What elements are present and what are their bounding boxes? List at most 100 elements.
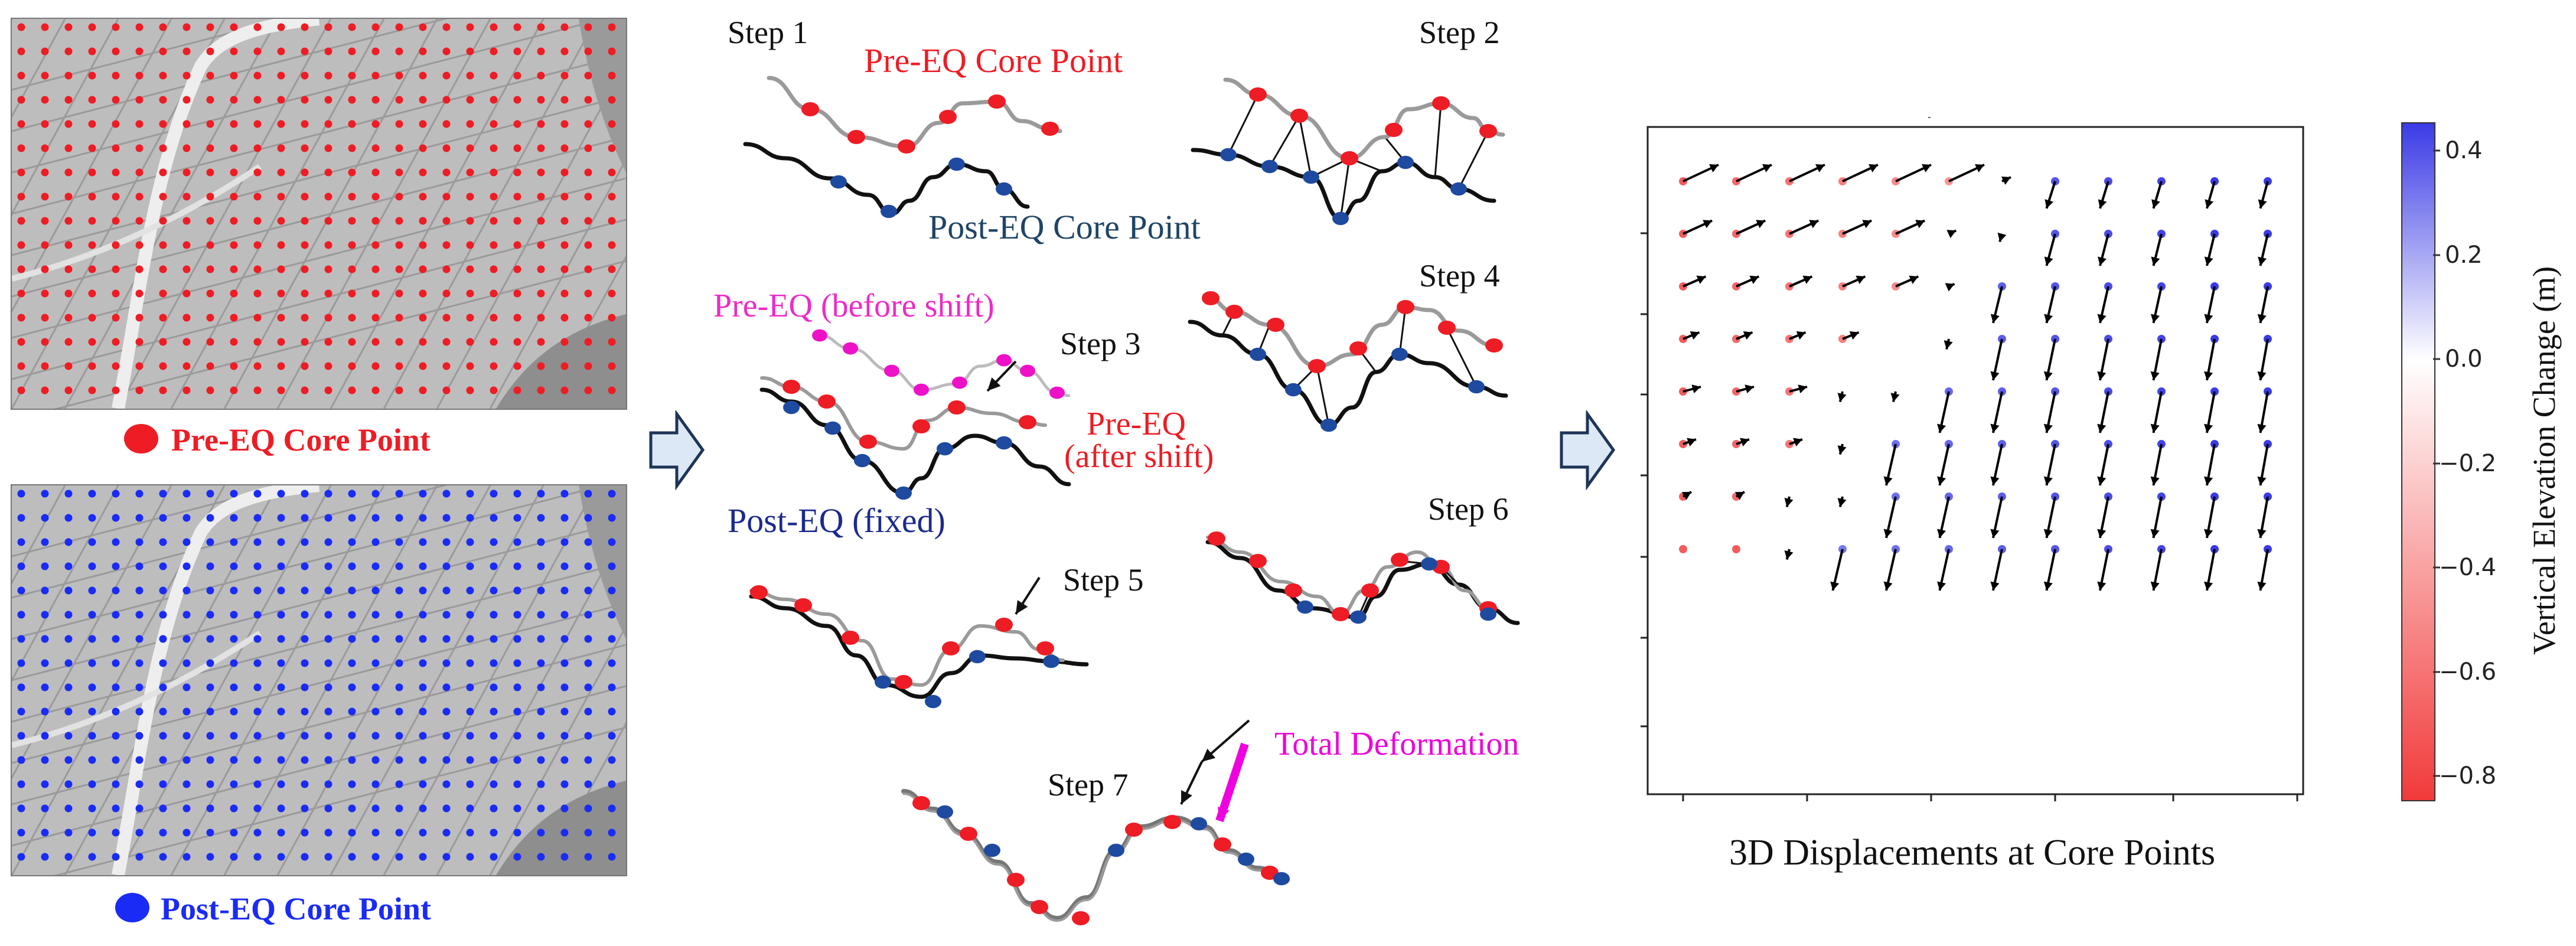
- core-point: [442, 514, 451, 522]
- core-point: [206, 514, 214, 522]
- core-point: [348, 853, 356, 861]
- core-point: [41, 635, 49, 643]
- core-point: [584, 780, 592, 788]
- post-eq-map: [11, 484, 627, 876]
- core-point: [490, 193, 498, 201]
- core-point: [513, 23, 521, 31]
- core-point: [608, 635, 616, 643]
- displacement-arrowhead: [2044, 314, 2053, 323]
- displacement-arrowhead: [1990, 423, 2000, 433]
- core-point: [442, 659, 451, 667]
- pre-eq-core-point: [1391, 553, 1408, 567]
- core-point: [159, 265, 167, 273]
- core-point: [277, 756, 285, 764]
- core-point: [395, 707, 403, 716]
- core-point: [112, 23, 120, 31]
- pre-eq-before-shift-point: [1049, 386, 1065, 399]
- arrow-head-icon: [1217, 807, 1230, 821]
- displacement-arrowhead: [1883, 476, 1893, 485]
- core-point: [608, 780, 616, 788]
- displacement-arrowhead: [2150, 476, 2160, 485]
- core-point: [206, 71, 214, 80]
- core-point: [608, 47, 616, 56]
- core-point: [277, 120, 285, 128]
- core-point: [206, 193, 214, 201]
- core-point: [608, 756, 616, 764]
- core-point: [608, 96, 616, 104]
- core-point: [41, 804, 49, 813]
- displacement-arrowhead: [1762, 164, 1772, 172]
- core-point: [584, 96, 592, 104]
- core-point-marker: [1679, 545, 1687, 553]
- core-point: [419, 241, 427, 249]
- displacement-arrowhead: [1740, 438, 1749, 447]
- core-point: [513, 611, 521, 619]
- core-point: [395, 828, 403, 837]
- core-point: [466, 490, 474, 498]
- colorbar: [2401, 122, 2435, 801]
- core-point: [560, 586, 569, 595]
- core-point: [253, 756, 262, 764]
- core-point: [230, 707, 238, 716]
- core-point: [301, 780, 309, 788]
- core-point: [41, 217, 49, 225]
- core-point: [135, 386, 144, 394]
- displacement-arrowhead: [1937, 476, 1946, 485]
- displacement-arrowhead: [1749, 275, 1759, 284]
- core-point: [324, 659, 332, 667]
- core-point: [466, 23, 474, 31]
- core-point: [159, 47, 167, 56]
- core-point: [112, 217, 120, 225]
- core-point: [584, 71, 592, 80]
- core-point: [17, 289, 25, 298]
- core-point: [41, 707, 49, 716]
- core-point: [135, 120, 144, 128]
- post-eq-core-point: [1250, 347, 1266, 361]
- core-point: [395, 168, 403, 177]
- core-point: [159, 586, 167, 595]
- core-point: [419, 707, 427, 716]
- pre-eq-core-point: [1290, 109, 1308, 123]
- core-point: [277, 490, 285, 498]
- core-point: [560, 338, 569, 346]
- core-point: [182, 732, 191, 740]
- core-point: [253, 362, 262, 370]
- displacement-arrowhead: [2098, 199, 2107, 208]
- core-point: [513, 514, 521, 522]
- core-point: [64, 828, 73, 837]
- core-point: [277, 47, 285, 56]
- core-point: [206, 265, 214, 273]
- core-point: [537, 362, 545, 370]
- core-point: [206, 659, 214, 667]
- core-point: [442, 586, 451, 595]
- core-point: [41, 780, 49, 788]
- core-point: [230, 96, 238, 104]
- profile-line: [759, 387, 1071, 495]
- pre-eq-before-shift-point: [1020, 364, 1035, 377]
- core-point: [135, 47, 144, 56]
- core-point: [560, 659, 569, 667]
- core-point: [135, 756, 144, 764]
- core-point: [442, 538, 451, 546]
- core-point: [230, 193, 238, 201]
- core-point: [301, 289, 309, 298]
- core-point: [230, 338, 238, 346]
- core-point: [419, 828, 427, 837]
- core-point: [537, 490, 545, 498]
- profile-line: [1205, 540, 1520, 625]
- core-point: [513, 538, 521, 546]
- core-point: [112, 756, 120, 764]
- post-eq-core-point: [996, 436, 1012, 450]
- pre-eq-core-point: [1019, 415, 1036, 429]
- core-point: [112, 289, 120, 298]
- colorbar-tick: −0.8: [2439, 762, 2497, 790]
- core-point: [584, 23, 592, 31]
- pre-eq-before-shift-label: Pre-EQ (before shift): [713, 288, 994, 324]
- displacement-arrowhead: [2097, 314, 2107, 323]
- core-point: [41, 120, 49, 128]
- core-point: [490, 683, 498, 691]
- core-point: [135, 707, 144, 716]
- core-point: [442, 853, 451, 861]
- core-point: [135, 490, 144, 498]
- core-point: [64, 144, 73, 152]
